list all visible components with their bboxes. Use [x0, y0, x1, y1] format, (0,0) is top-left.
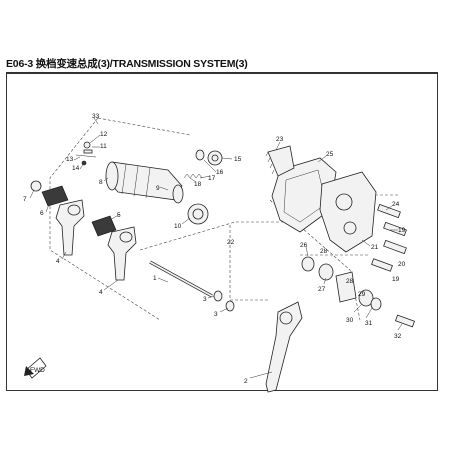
callout-1: 1: [153, 275, 157, 282]
callout-32: 32: [394, 333, 402, 340]
fork-roller-6: [41, 185, 69, 207]
callout-12: 12: [100, 131, 108, 138]
callout-21: 21: [371, 244, 379, 251]
callout-14: 14: [72, 165, 80, 172]
leader-lines: [29, 117, 403, 379]
callout-30: 30: [346, 317, 354, 324]
callout-19b: 19: [392, 276, 400, 283]
title-bar: E06-3 换档变速总成(3)/TRANSMISSION SYSTEM(3): [6, 56, 438, 73]
callout-26: 26: [300, 242, 308, 249]
diagram-frame: [6, 73, 438, 391]
callout-22: 22: [227, 239, 235, 246]
callout-27: 27: [318, 286, 326, 293]
callout-11: 11: [100, 143, 107, 150]
shift-fork-right: [107, 226, 137, 281]
drum-bearing: [187, 203, 209, 225]
callout-3b: 3: [214, 311, 218, 318]
detent-spring: [183, 173, 203, 179]
detent-parts: [75, 141, 97, 166]
plug-15: [207, 150, 223, 166]
callout-10: 10: [174, 223, 182, 230]
callout-24: 24: [392, 201, 400, 208]
fwd-label: FWD: [30, 367, 45, 374]
callout-31: 31: [365, 320, 373, 327]
callout-3a: 3: [203, 296, 207, 303]
fwd-arrow: FWD: [24, 357, 47, 379]
washer-3b: [225, 300, 235, 312]
housing-21: [319, 171, 377, 253]
callout-23: 23: [276, 136, 284, 143]
callout-16: 16: [216, 169, 224, 176]
diagram-title: E06-3 换档变速总成(3)/TRANSMISSION SYSTEM(3): [6, 58, 248, 70]
gear-sector: [265, 145, 295, 177]
callout-18: 18: [194, 181, 202, 188]
bushing-16: [195, 149, 205, 161]
callout-29: 29: [358, 291, 366, 298]
shift-lever: [265, 301, 303, 393]
callout-5: 5: [117, 212, 121, 219]
callout-8: 8: [99, 179, 103, 186]
callout-4a: 4: [56, 258, 60, 265]
callout-20: 20: [398, 261, 406, 268]
fork-roller-5: [91, 215, 117, 237]
callout-6: 6: [40, 210, 44, 217]
callout-17: 17: [208, 175, 216, 182]
callout-13: 13: [66, 156, 74, 163]
washer-3a: [213, 290, 223, 302]
gear-cover: [271, 157, 337, 233]
shift-fork-left: [55, 199, 85, 256]
callout-numbers: 1 2 3 3 4 4 5 6 7 8 9 10 11 12 13 14 15 …: [23, 113, 406, 385]
bolts: [371, 203, 415, 328]
callout-9: 9: [156, 185, 160, 192]
callout-28b: 28: [346, 278, 354, 285]
callout-7: 7: [23, 196, 27, 203]
callout-19a: 19: [398, 227, 406, 234]
shift-shaft: [149, 260, 213, 298]
callout-4b: 4: [99, 289, 103, 296]
callout-25: 25: [326, 151, 334, 158]
callout-2: 2: [244, 378, 248, 385]
callout-33: 33: [92, 113, 100, 120]
shift-drum: [105, 161, 184, 204]
clip-7: [30, 180, 42, 192]
callout-28a: 28: [320, 248, 328, 255]
shift-parts-26-31: [301, 256, 382, 311]
callout-15: 15: [234, 156, 242, 163]
